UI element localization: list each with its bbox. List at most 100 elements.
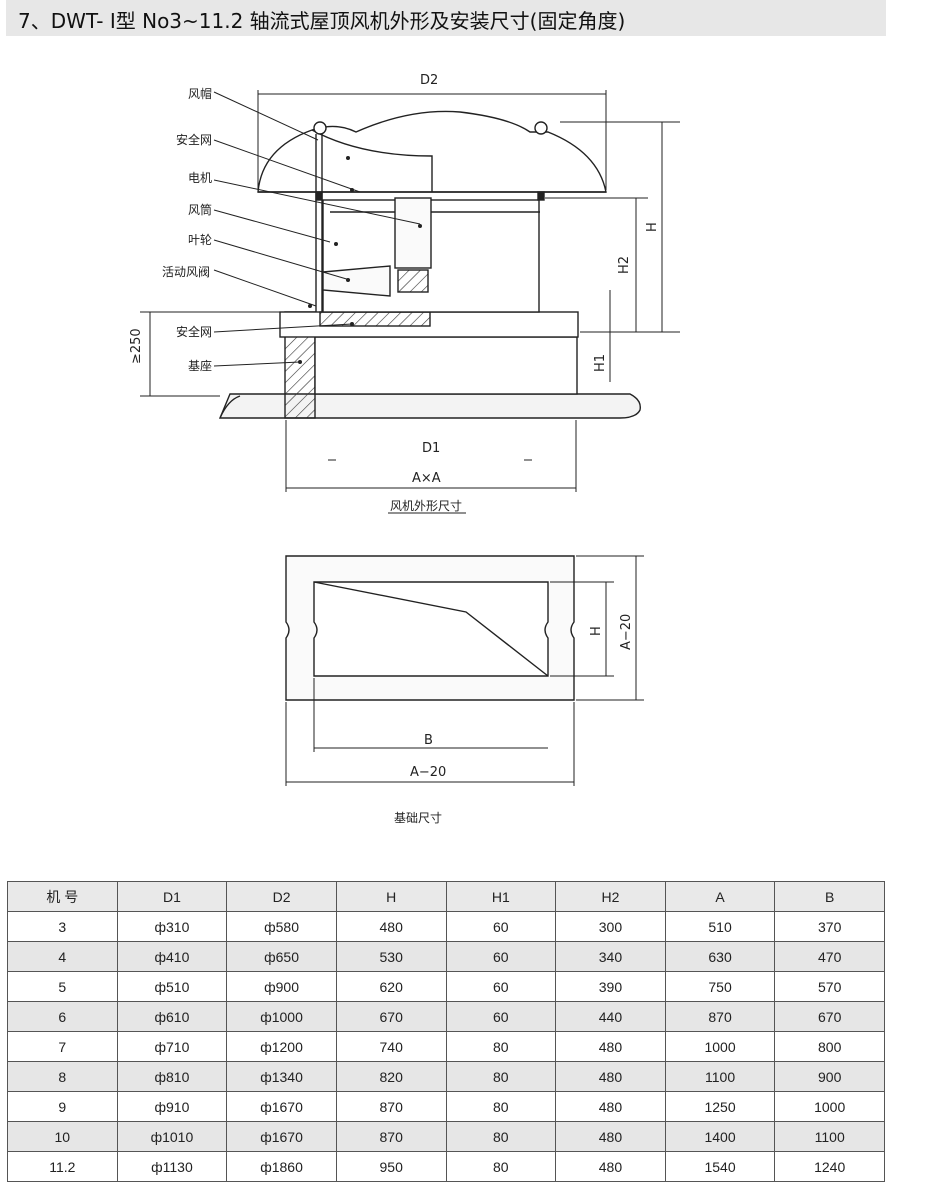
label-hood: 风帽 [188, 86, 212, 101]
table-cell: ф410 [116, 941, 228, 972]
table-cell: 870 [335, 1121, 447, 1152]
table-row: 10 ф1010 ф1670 870 80 480 1400 1100 [7, 1121, 885, 1152]
table-cell: 10 [7, 1121, 118, 1152]
motor-body [394, 197, 432, 269]
base-flange [218, 393, 641, 419]
table-cell: 80 [445, 1091, 557, 1122]
dim-axa: A×A [412, 471, 441, 486]
dim2-b: B [424, 733, 433, 748]
impeller [322, 265, 391, 297]
table-cell: 6 [7, 1001, 118, 1032]
col-header-b: B [774, 881, 885, 912]
table-cell: 480 [555, 1061, 666, 1092]
table-cell: 7 [7, 1031, 118, 1062]
table-cell: 80 [445, 1151, 557, 1182]
table-cell: ф1860 [226, 1151, 337, 1182]
table-cell: 60 [445, 911, 557, 942]
table-cell: ф580 [226, 911, 337, 942]
table-cell: 510 [664, 911, 776, 942]
table-cell: 1250 [664, 1091, 776, 1122]
col-header-model: 机 号 [7, 881, 118, 912]
base-curb-body [314, 336, 578, 395]
table-row: 4 ф410 ф650 530 60 340 630 470 [7, 941, 885, 972]
table-cell: 870 [664, 1001, 776, 1032]
dim-d1: D1 [422, 441, 440, 456]
table-cell: ф1130 [116, 1151, 228, 1182]
table-cell: 440 [555, 1001, 666, 1032]
table-cell: 740 [335, 1031, 447, 1062]
table-cell: 1100 [774, 1121, 885, 1152]
table-cell: ф1010 [116, 1121, 228, 1152]
table-cell: 470 [774, 941, 885, 972]
table-cell: 5 [7, 971, 118, 1002]
table-row: 8 ф810 ф1340 820 80 480 1100 900 [7, 1061, 885, 1092]
table-cell: 60 [445, 1001, 557, 1032]
hood [257, 110, 607, 193]
part-labels: 风帽 安全网 电机 风筒 叶轮 活动风阀 安全网 基座 [162, 86, 212, 373]
table-row: 9 ф910 ф1670 870 80 480 1250 1000 [7, 1091, 885, 1122]
table-cell: 1000 [774, 1091, 885, 1122]
table-cell: ф710 [116, 1031, 228, 1062]
table-cell: ф650 [226, 941, 337, 972]
label-protective-net: 安全网 [176, 132, 212, 147]
table-cell: 570 [774, 971, 885, 1002]
foundation-inner [313, 581, 549, 677]
table-cell: ф1340 [226, 1061, 337, 1092]
table-row: 6 ф610 ф1000 670 60 440 870 670 [7, 1001, 885, 1032]
label-motor: 电机 [188, 171, 212, 185]
col-header-h: H [335, 881, 447, 912]
table-cell: ф900 [226, 971, 337, 1002]
table-cell: 1100 [664, 1061, 776, 1092]
fan-outline-diagram [218, 110, 641, 419]
label-duct: 风筒 [188, 202, 212, 217]
table-row: 11.2 ф1130 ф1860 950 80 480 1540 1240 [7, 1151, 885, 1182]
caption-foundation: 基础尺寸 [394, 811, 442, 825]
label-impeller: 叶轮 [188, 233, 212, 247]
table-cell: 370 [774, 911, 885, 942]
table-cell: 750 [664, 971, 776, 1002]
table-cell: 1240 [774, 1151, 885, 1182]
table-cell: 60 [445, 941, 557, 972]
leader-dots [298, 156, 422, 364]
dim-min-height: ≥250 [129, 328, 144, 364]
table-cell: 340 [555, 941, 666, 972]
table-cell: 870 [335, 1091, 447, 1122]
col-header-d2: D2 [226, 881, 337, 912]
table-cell: 9 [7, 1091, 118, 1122]
table-cell: 480 [555, 1031, 666, 1062]
dim2-a20-vertical: A−20 [619, 614, 634, 650]
label-damper: 活动风阀 [162, 265, 210, 279]
technical-drawing: 风帽 安全网 电机 风筒 叶轮 活动风阀 安全网 基座 [129, 73, 680, 825]
table-cell: ф610 [116, 1001, 228, 1032]
leader-lines [213, 91, 421, 367]
dim-h: H [645, 222, 660, 232]
table-cell: 800 [774, 1031, 885, 1062]
table-cell: ф810 [116, 1061, 228, 1092]
dimension-lines-2 [285, 555, 644, 786]
table-cell: 620 [335, 971, 447, 1002]
table-cell: ф310 [116, 911, 228, 942]
table-cell: ф510 [116, 971, 228, 1002]
table-cell: 8 [7, 1061, 118, 1092]
dimensions-table: 机 号 D1 D2 H H1 H2 A B 3 ф310 ф580 480 60… [7, 881, 885, 1182]
table-cell: 80 [445, 1061, 557, 1092]
table-cell: 950 [335, 1151, 447, 1182]
table-cell: 390 [555, 971, 666, 1002]
label-safety-net: 安全网 [176, 324, 212, 339]
dim2-h: H [589, 626, 604, 636]
table-cell: 11.2 [7, 1151, 118, 1182]
table-cell: ф910 [116, 1091, 228, 1122]
table-cell: 1400 [664, 1121, 776, 1152]
table-cell: 4 [7, 941, 118, 972]
table-cell: 480 [555, 1151, 666, 1182]
dim-d2: D2 [420, 73, 438, 88]
header-bar: 7、DWT- Ⅰ型 No3~11.2 轴流式屋顶风机外形及安装尺寸(固定角度) [6, 0, 886, 36]
table-cell: 820 [335, 1061, 447, 1092]
dim2-a20-horizontal: A−20 [410, 765, 446, 780]
dim-h1: H1 [593, 354, 608, 372]
col-header-a: A [664, 881, 776, 912]
col-header-d1: D1 [116, 881, 228, 912]
table-cell: 300 [555, 911, 666, 942]
table-cell: 900 [774, 1061, 885, 1092]
table-cell: ф1670 [226, 1091, 337, 1122]
